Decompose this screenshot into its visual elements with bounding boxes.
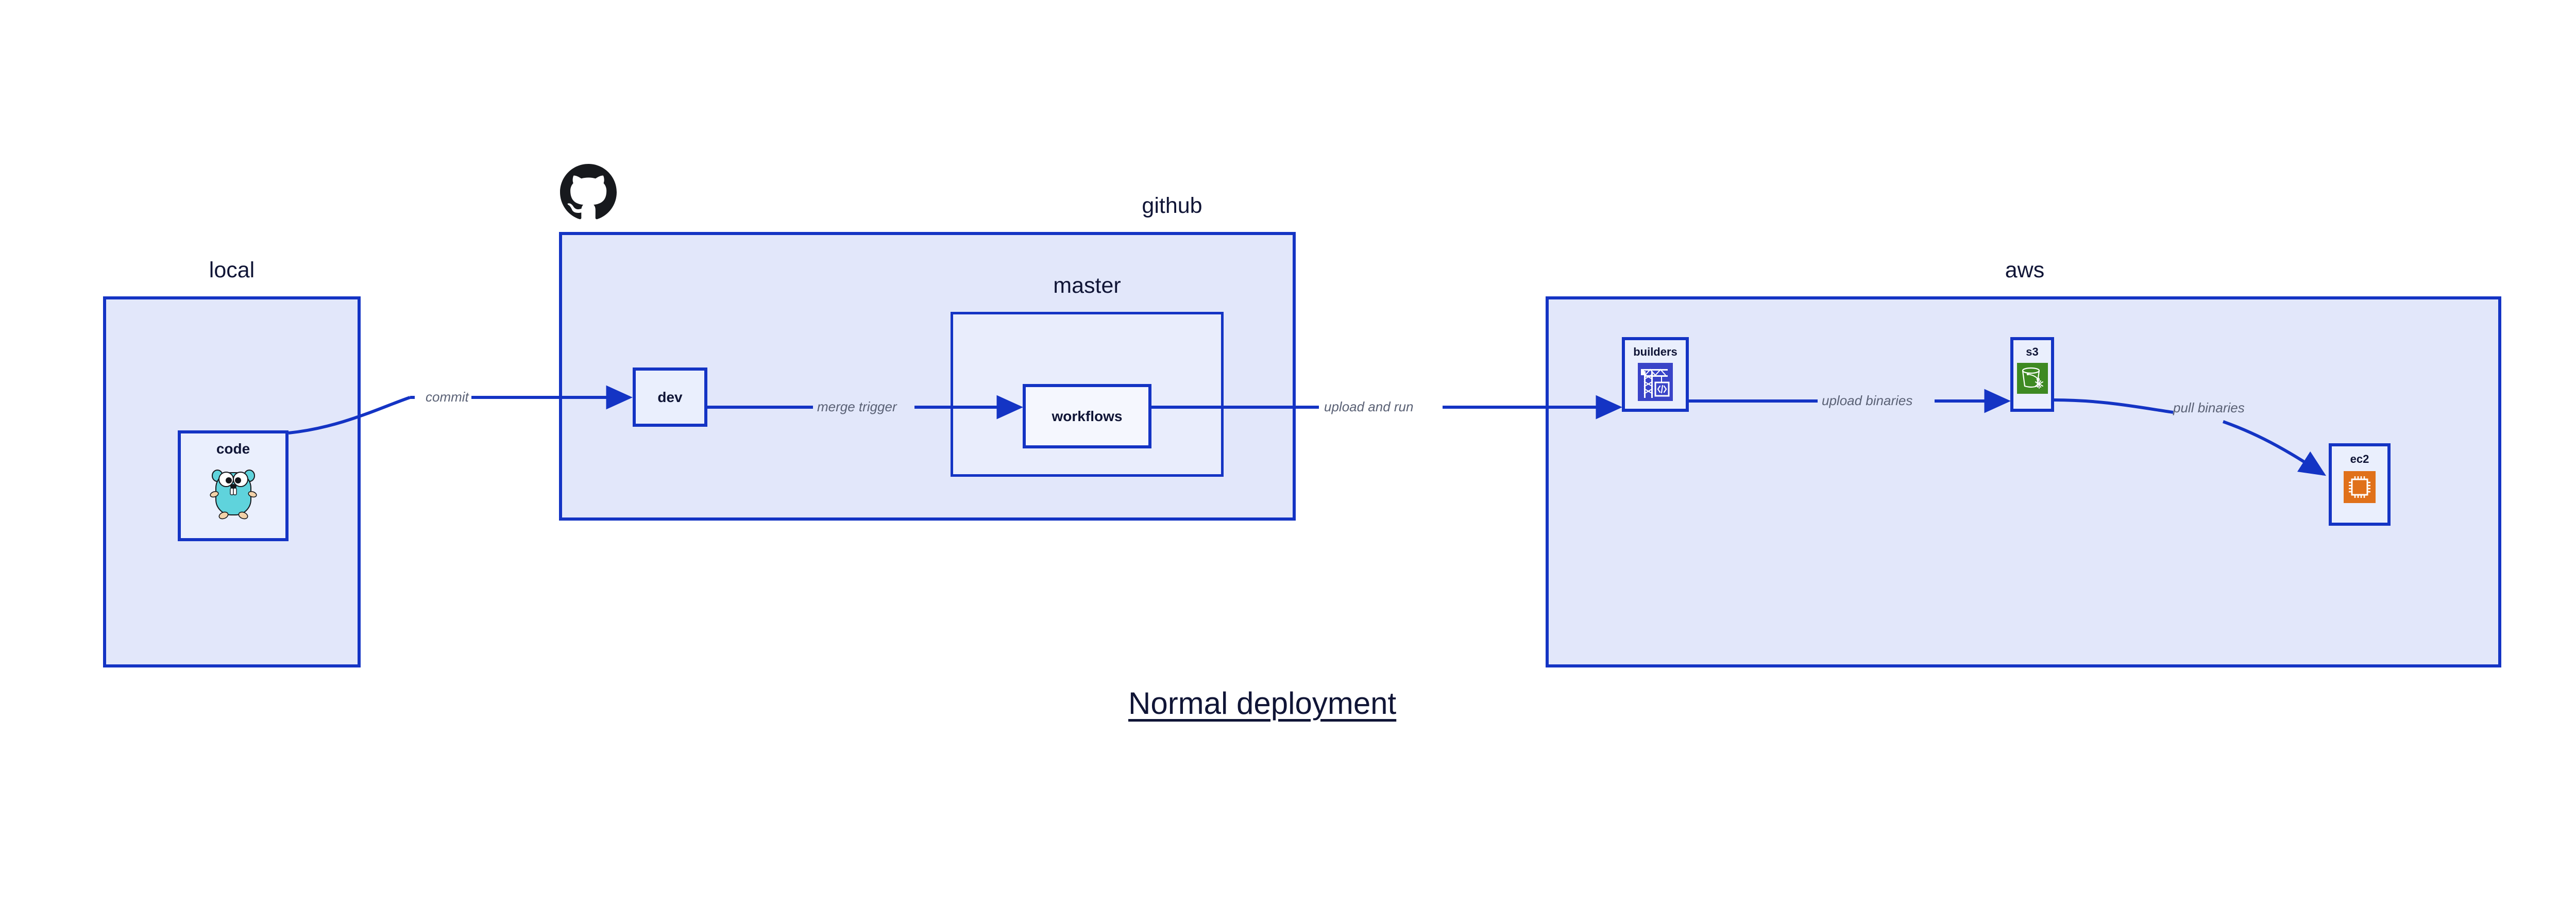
node-ec2[interactable]: ec2 [2329, 443, 2391, 526]
node-code[interactable]: code [178, 430, 289, 541]
edge-label-commit: commit [426, 389, 469, 405]
group-master-label: master [1053, 273, 1121, 298]
aws-ec2-icon [2344, 471, 2376, 506]
node-code-label: code [216, 441, 250, 457]
node-s3[interactable]: s3 [2010, 337, 2054, 412]
aws-s3-glacier-icon [2016, 363, 2048, 396]
page-title: Normal deployment [1128, 686, 1397, 721]
node-s3-label: s3 [2026, 345, 2039, 358]
edge-label-upload-binaries: upload binaries [1822, 393, 1913, 408]
node-dev-label: dev [657, 389, 683, 405]
node-workflows[interactable]: workflows [1023, 384, 1151, 448]
node-dev[interactable]: dev [633, 368, 707, 427]
node-builders[interactable]: builders [1622, 337, 1689, 412]
go-gopher-icon [209, 462, 258, 525]
edge-label-upload-and-run: upload and run [1324, 399, 1414, 414]
node-builders-label: builders [1633, 345, 1677, 358]
github-octocat-icon [560, 164, 617, 223]
group-local-label: local [209, 258, 255, 282]
node-workflows-label: workflows [1052, 408, 1123, 424]
aws-codebuild-icon [1638, 363, 1673, 404]
edge-label-merge-trigger: merge trigger [817, 399, 897, 414]
group-aws-label: aws [2005, 258, 2045, 282]
node-ec2-label: ec2 [2350, 453, 2369, 465]
group-github-label: github [1142, 193, 1202, 218]
edge-label-pull-binaries: pull binaries [2173, 400, 2245, 415]
